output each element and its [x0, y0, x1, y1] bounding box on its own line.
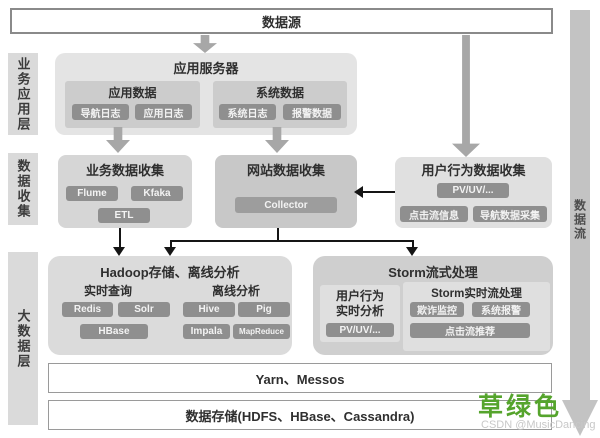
- user-behavior-collection-box: 用户行为数据收集 PV/UV/... 点击流信息 导航数据采集: [395, 157, 552, 228]
- app-data-box: 应用数据 导航日志 应用日志: [65, 81, 200, 128]
- branch-stem-line: [277, 228, 279, 241]
- etl-chip: ETL: [98, 208, 150, 223]
- website-collection-box: 网站数据收集 Collector: [215, 155, 357, 228]
- redis-chip: Redis: [62, 302, 113, 317]
- down-arrow-icon: [452, 35, 480, 157]
- data-flow-arrowhead-icon: [562, 400, 598, 436]
- layer-label-big-data: 大数据层: [8, 252, 38, 425]
- storm-box: Storm流式处理 用户行为 实时分析 PV/UV/... Storm实时流处理…: [313, 256, 553, 355]
- watermark-credit: CSDN @MusicDancing: [481, 419, 596, 431]
- user-realtime-analysis-box: 用户行为 实时分析 PV/UV/...: [320, 285, 400, 342]
- mapreduce-chip: MapReduce: [233, 324, 290, 339]
- data-flow-label: 数据流: [572, 199, 587, 241]
- pig-chip: Pig: [238, 302, 290, 317]
- app-server-title: 应用服务器: [173, 61, 239, 76]
- down-arrow-icon: [193, 35, 217, 53]
- data-source-label: 数据源: [261, 14, 301, 30]
- user-behavior-title: 用户行为数据收集: [421, 163, 526, 178]
- system-alarm-chip: 系统报警: [472, 302, 530, 317]
- nav-log-chip: 导航日志: [72, 104, 129, 120]
- website-collection-title: 网站数据收集: [246, 163, 325, 178]
- hive-chip: Hive: [183, 302, 235, 317]
- layer-label-business-app: 业务应用层: [8, 53, 38, 135]
- storm-pvuv-chip: PV/UV/...: [326, 323, 394, 337]
- clickstream-info-chip: 点击流信息: [400, 206, 468, 222]
- data-storage-label: 数据存储(HDFS、HBase、Cassandra): [185, 408, 415, 424]
- data-source-box: 数据源: [10, 8, 553, 34]
- storm-stream-box: Storm实时流处理 欺诈监控 系统报警 点击流推荐: [403, 282, 550, 351]
- alert-data-chip: 报警数据: [283, 104, 341, 120]
- sys-log-chip: 系统日志: [219, 104, 276, 120]
- kafka-chip: Kfaka: [131, 186, 183, 201]
- branch-horizontal-line: [170, 240, 414, 242]
- collector-chip: Collector: [235, 197, 337, 213]
- nav-data-collect-chip: 导航数据采集: [473, 206, 547, 222]
- offline-analysis-label: 离线分析: [211, 284, 260, 298]
- sys-data-title: 系统数据: [255, 86, 304, 100]
- realtime-query-label: 实时查询: [83, 284, 132, 298]
- sys-data-box: 系统数据 系统日志 报警数据: [213, 81, 347, 128]
- data-flow-arrow: [570, 10, 590, 402]
- data-storage-box: 数据存储(HDFS、HBase、Cassandra): [48, 400, 552, 430]
- business-collection-box: 业务数据收集 Flume Kfaka ETL: [58, 155, 192, 228]
- watermark-brand: 草绿色: [478, 393, 563, 421]
- down-arrow-line: [119, 228, 121, 248]
- business-collection-title: 业务数据收集: [85, 163, 164, 178]
- app-log-chip: 应用日志: [135, 104, 192, 120]
- left-arrow-line: [362, 191, 395, 193]
- fraud-monitor-chip: 欺诈监控: [410, 302, 464, 317]
- branch-right-line: [412, 242, 414, 248]
- branch-left-line: [170, 242, 172, 248]
- flume-chip: Flume: [66, 186, 118, 201]
- impala-chip: Impala: [183, 324, 230, 339]
- solr-chip: Solr: [118, 302, 170, 317]
- layer-label-data-collection: 数据收集: [8, 153, 38, 225]
- user-analysis-line1: 用户行为: [335, 289, 384, 303]
- yarn-mesos-box: Yarn、Messos: [48, 363, 552, 393]
- hbase-chip: HBase: [80, 324, 148, 339]
- yarn-mesos-label: Yarn、Messos: [255, 371, 345, 387]
- down-arrowhead-icon: [113, 247, 125, 256]
- hadoop-title: Hadoop存储、离线分析: [100, 265, 240, 280]
- hadoop-box: Hadoop存储、离线分析 实时查询 离线分析 Redis Solr HBase…: [48, 256, 292, 355]
- down-arrowhead-icon: [406, 247, 418, 256]
- down-arrowhead-icon: [164, 247, 176, 256]
- left-arrowhead-icon: [354, 186, 363, 198]
- pvuv-chip: PV/UV/...: [437, 183, 509, 198]
- clickstream-reco-chip: 点击流推荐: [410, 323, 530, 338]
- user-analysis-line2: 实时分析: [335, 304, 384, 318]
- app-data-title: 应用数据: [108, 86, 157, 100]
- storm-stream-title: Storm实时流处理: [431, 288, 522, 300]
- app-server-box: 应用服务器 应用数据 导航日志 应用日志 系统数据 系统日志 报警数据: [55, 53, 357, 135]
- storm-title: Storm流式处理: [388, 265, 478, 280]
